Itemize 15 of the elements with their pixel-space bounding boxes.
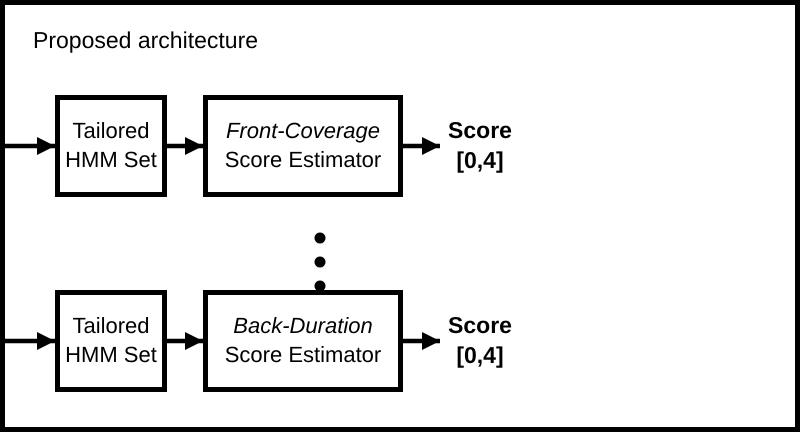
node-label: Score [0,4] xyxy=(447,311,513,370)
process-box xyxy=(203,95,403,197)
process-box xyxy=(55,290,167,392)
arrow xyxy=(403,332,440,350)
node-label: Tailored HMM Set xyxy=(64,312,158,369)
node-label: Score [0,4] xyxy=(447,116,513,175)
process-box xyxy=(55,95,167,197)
frame-title: Proposed architecture xyxy=(33,27,258,54)
arrow xyxy=(167,137,203,155)
node-label: Back-Duration Score Estimator xyxy=(224,312,382,369)
arrow xyxy=(403,137,440,155)
process-box xyxy=(203,290,403,392)
node-label: Front-Coverage Score Estimator xyxy=(224,117,382,174)
arrow xyxy=(167,332,203,350)
node-label: Tailored HMM Set xyxy=(64,117,158,174)
